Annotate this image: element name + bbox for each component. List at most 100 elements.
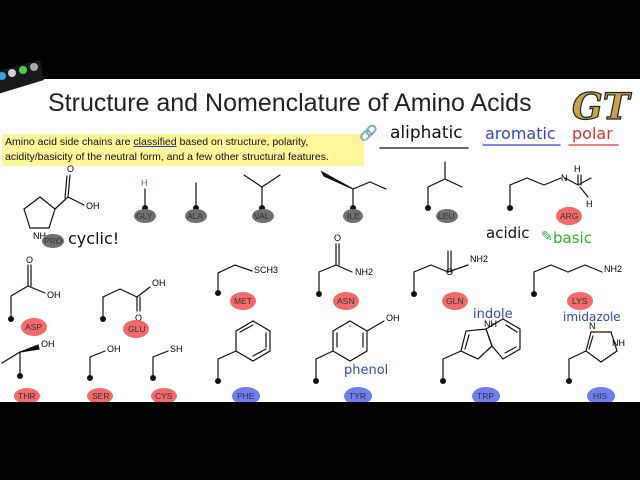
eraser-tool-icon — [8, 69, 16, 77]
svg-text:ALA: ALA — [187, 211, 203, 221]
classified-word: classified — [133, 136, 177, 148]
tyr-oh-label: OH — [386, 313, 400, 323]
svg-text:TRP: TRP — [477, 391, 494, 401]
aa-pill-ala: ALA — [185, 209, 207, 223]
pro-nh-label: NH — [33, 231, 46, 241]
aa-pill-lys: LYS — [567, 292, 593, 310]
aa-pill-cys: CYS — [151, 388, 177, 402]
glu-oh-label: OH — [152, 278, 166, 288]
polar-label: polar — [572, 124, 613, 143]
pro-o-label: O — [67, 164, 74, 174]
arg-n-label: N — [561, 173, 568, 183]
pen-icon: ✎ — [541, 229, 553, 245]
met-chain — [217, 264, 253, 292]
lys-chain — [533, 264, 603, 293]
aa-pill-met: MET — [230, 292, 256, 310]
met-sch3-label: SCH3 — [254, 265, 278, 275]
svg-text:THR: THR — [18, 391, 35, 401]
aa-pill-phe: PHE — [232, 387, 260, 402]
glu-chain — [102, 288, 138, 318]
asp-chain — [10, 285, 29, 318]
aa-pill-thr: THR — [14, 388, 40, 402]
svg-text:ARG: ARG — [560, 211, 578, 221]
aa-pill-asp: ASP — [21, 318, 47, 336]
ser-oh-label: OH — [107, 344, 121, 354]
leu-chain — [427, 178, 463, 207]
intro-text: Amino acid side chains are classified ba… — [2, 134, 364, 166]
svg-text:GLU: GLU — [128, 324, 145, 334]
aromatic-label: aromatic — [485, 124, 556, 143]
structures-diagram: O OH NH H H N H O OH OH O SCH3 O NH2 O N… — [1, 144, 625, 402]
glu-o-label: O — [135, 313, 142, 323]
svg-text:GT: GT — [572, 86, 632, 125]
thr-chain — [1, 350, 21, 375]
pro-oh-label: OH — [86, 201, 100, 211]
svg-text:HIS: HIS — [593, 391, 608, 401]
thr-oh-label: OH — [41, 339, 55, 349]
svg-text:LYS: LYS — [572, 296, 588, 306]
aa-pill-ser: SER — [87, 388, 113, 402]
aa-pill-gly: GLY — [134, 209, 156, 223]
arg-h-label: H — [574, 164, 581, 174]
cys-sh-label: SH — [170, 344, 183, 354]
svg-text:ASP: ASP — [25, 322, 42, 332]
his-structure — [568, 331, 618, 380]
aa-pill-arg: ARG — [556, 207, 582, 225]
asp-o-label: O — [26, 255, 33, 265]
indole-note: indole — [473, 307, 513, 322]
svg-text:PRO: PRO — [44, 236, 63, 246]
svg-text:TYR: TYR — [349, 391, 366, 401]
acidic-label: acidic — [486, 224, 530, 242]
ile-chain — [352, 181, 387, 207]
svg-text:ASN: ASN — [337, 296, 354, 306]
arg-chain — [509, 177, 562, 207]
trp-structure — [442, 318, 521, 380]
svg-text:PHE: PHE — [237, 391, 255, 401]
aa-pill-tyr: TYR — [344, 387, 372, 402]
aa-pill-glu: GLU — [123, 320, 149, 338]
svg-text:VAL: VAL — [254, 211, 270, 221]
gt-logo: GT — [571, 85, 632, 125]
basic-label: basic — [553, 229, 592, 247]
pro-structure — [23, 174, 85, 229]
arg-hn-label: H — [586, 199, 593, 209]
aa-pill-val: VAL — [252, 209, 274, 223]
link-icon[interactable]: 🔗 — [359, 125, 378, 142]
asn-chain — [318, 264, 337, 293]
gly-h-label: H — [141, 178, 148, 188]
his-nh-label: NH — [612, 338, 625, 348]
annotation-toolbar[interactable] — [0, 58, 46, 102]
svg-text:GLY: GLY — [136, 211, 153, 221]
asp-oh-label: OH — [47, 290, 61, 300]
slide: Structure and Nomenclature of Amino Acid… — [0, 79, 640, 402]
phenol-note: phenol — [344, 363, 389, 378]
asn-o-label: O — [334, 233, 341, 243]
svg-text:ILE: ILE — [347, 211, 360, 221]
cyclic-note: cyclic! — [68, 229, 120, 248]
phe-structure — [217, 320, 271, 380]
asn-nh2-label: NH2 — [355, 267, 373, 277]
ser-chain — [89, 350, 106, 377]
pen-tool-icon — [0, 72, 6, 80]
imidazole-note: imidazole — [563, 310, 621, 324]
gln-chain — [413, 264, 449, 293]
svg-text:CYS: CYS — [155, 391, 173, 401]
trp-nh-label: NH — [484, 319, 497, 329]
aa-pill-his: HIS — [587, 387, 615, 402]
aliphatic-label: aliphatic — [390, 123, 463, 143]
lys-nh2-label: NH2 — [604, 264, 622, 274]
svg-text:SER: SER — [92, 391, 109, 401]
settings-tool-icon — [30, 63, 38, 71]
cys-chain — [152, 350, 169, 377]
svg-text:GLN: GLN — [446, 296, 463, 306]
tyr-structure — [315, 320, 385, 380]
aa-pill-leu: LEU — [436, 209, 458, 223]
color-tool-icon — [19, 66, 27, 74]
gln-o-label: O — [446, 267, 453, 277]
his-n-label: N — [589, 321, 596, 331]
svg-text:MET: MET — [234, 296, 252, 306]
gln-nh2-label: NH2 — [470, 254, 488, 264]
val-chain — [243, 174, 281, 188]
svg-text:LEU: LEU — [438, 211, 455, 221]
aa-pill-trp: TRP — [472, 387, 500, 402]
